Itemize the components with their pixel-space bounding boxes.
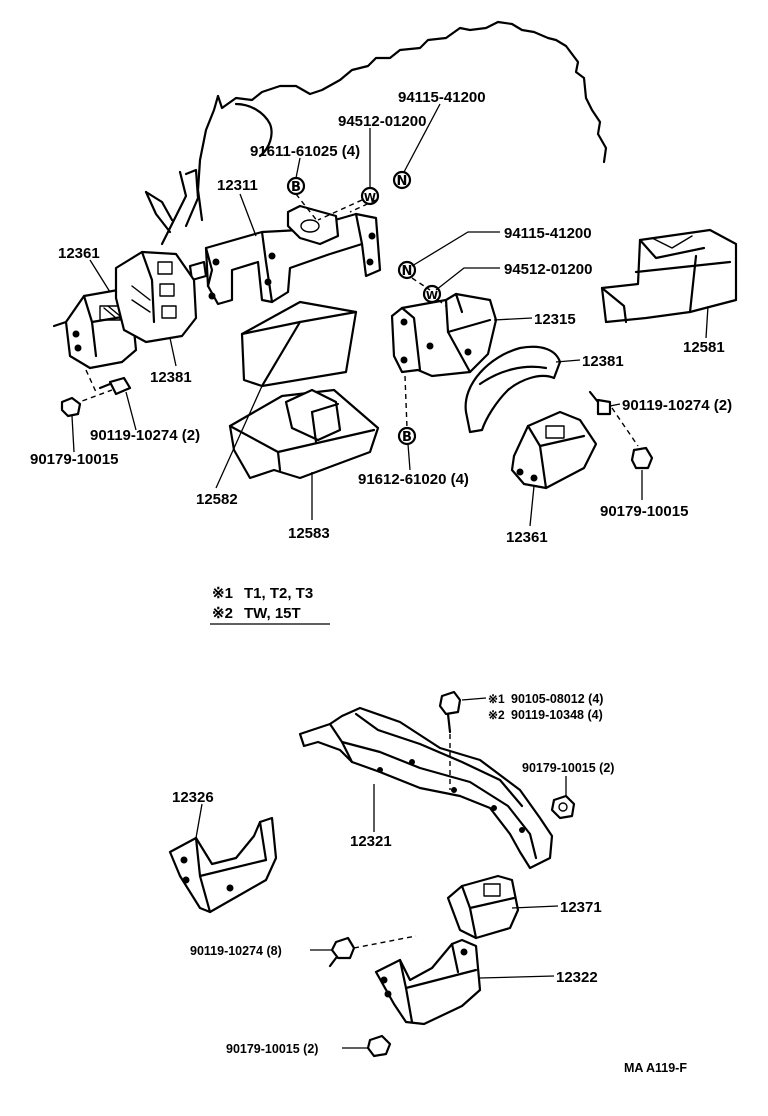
part-12381-right-band — [464, 345, 562, 434]
label-91611-61025: 91611-61025 (4) — [250, 143, 360, 160]
label-90119-10274-right: 90119-10274 (2) — [622, 397, 732, 414]
label-90179-10015-right: 90179-10015 — [600, 503, 688, 520]
part-12326-bracket — [168, 816, 278, 914]
right-bolt-and-nut — [588, 390, 654, 470]
part-12381-left-cover — [114, 250, 198, 344]
label-12583: 12583 — [288, 525, 330, 542]
part-12311-bracket — [188, 204, 382, 306]
callout-n-top: N — [397, 174, 408, 189]
label-90119-10274-8: 90119-10274 (8) — [190, 944, 282, 958]
part-12371-insulator — [446, 874, 520, 940]
part-12582-cover — [240, 300, 358, 388]
note1-text: T1, T2, T3 — [244, 585, 313, 602]
label-12381-right: 12381 — [582, 353, 624, 370]
part-12315-bracket — [390, 292, 498, 378]
label-12315: 12315 — [534, 311, 576, 328]
ref-mark-1: ※1 — [488, 692, 505, 706]
callout-b-mid: B — [402, 430, 412, 445]
label-12321: 12321 — [350, 833, 392, 850]
ref-mark-2: ※2 — [488, 708, 505, 722]
label-12381-left: 12381 — [150, 369, 192, 386]
label-90179-10015-2-bot: 90179-10015 (2) — [226, 1042, 318, 1056]
label-12582: 12582 — [196, 491, 238, 508]
label-12311: 12311 — [217, 177, 258, 194]
note2-text: TW, 15T — [244, 605, 301, 622]
label-91612-61020: 91612-61020 (4) — [358, 471, 469, 488]
note1-mark: ※1 — [212, 585, 233, 602]
label-94115-41200-top: 94115-41200 — [398, 89, 486, 106]
label-12581: 12581 — [683, 339, 725, 356]
leader-lines-bottom — [195, 697, 567, 1049]
label-90179-10015-2-top: 90179-10015 (2) — [522, 761, 614, 775]
part-12321-crossmember — [298, 706, 554, 870]
callout-b-top: B — [291, 180, 301, 195]
crossmember-bolt — [438, 690, 462, 790]
label-12322: 12322 — [556, 969, 598, 986]
label-90119-10274-left: 90119-10274 (2) — [90, 427, 200, 444]
label-90179-10015-left: 90179-10015 — [30, 451, 118, 468]
part-12361-right-insulator — [510, 410, 598, 490]
part-12583-block — [228, 388, 380, 480]
label-94115-41200-mid: 94115-41200 — [504, 225, 592, 242]
figure-code: MA A119-F — [624, 1061, 687, 1075]
label-94512-01200-mid: 94512-01200 — [504, 261, 592, 278]
callout-w-top: W — [364, 191, 376, 204]
left-bolt-and-nut — [60, 369, 132, 418]
bracket-bolt-and-nut — [328, 935, 417, 1058]
applicability-notes: ※1 T1, T2, T3 ※2 TW, 15T — [210, 585, 330, 625]
label-94512-01200-top: 94512-01200 — [338, 113, 426, 130]
fastener-callouts: B W N N W B — [286, 170, 447, 446]
label-12361-right: 12361 — [506, 529, 548, 546]
part-12322-bracket — [374, 938, 482, 1026]
label-12361-left: 12361 — [58, 245, 100, 262]
part-12581-cover — [600, 228, 738, 324]
callout-n-mid: N — [402, 264, 413, 279]
leader-lines-top — [71, 103, 709, 527]
stay-bracket — [144, 168, 200, 246]
crossmember-nut — [550, 794, 576, 820]
callout-w-mid: W — [426, 289, 438, 302]
note2-mark: ※2 — [212, 605, 233, 622]
label-90105-08012: 90105-08012 (4) — [511, 692, 603, 706]
label-90119-10348: 90119-10348 (4) — [511, 708, 603, 722]
label-12326: 12326 — [172, 789, 214, 806]
label-12371: 12371 — [560, 899, 602, 916]
